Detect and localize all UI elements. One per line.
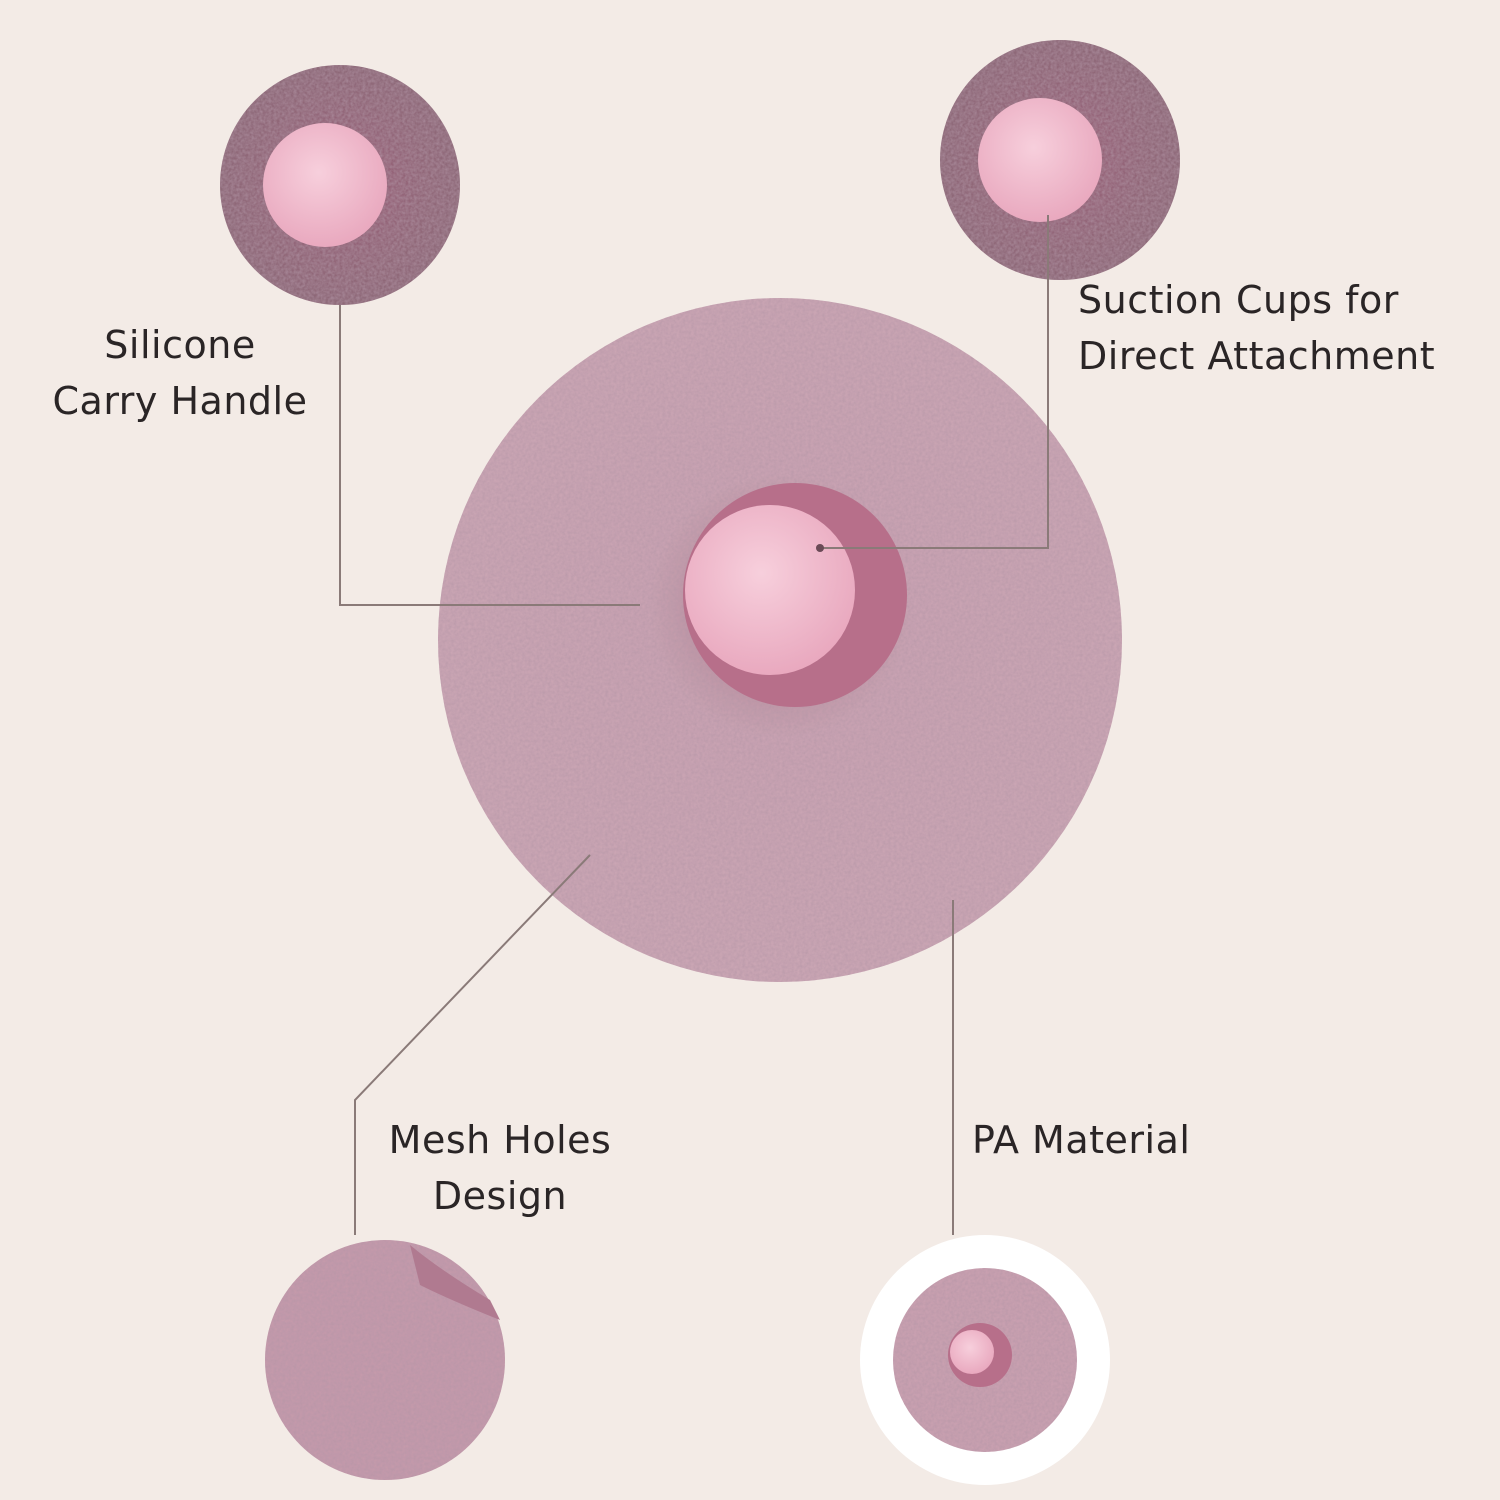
handle-label-line1: Silicone <box>104 323 256 367</box>
mesh-label-line2: Design <box>432 1174 568 1218</box>
mesh-detail-image <box>265 1240 505 1480</box>
mesh-label: Mesh Holes Design <box>350 1112 650 1224</box>
material-label-line1: PA Material <box>972 1118 1191 1162</box>
leader-lines <box>339 215 1049 1235</box>
handle-label: Silicone Carry Handle <box>20 317 340 429</box>
handle-label-line2: Carry Handle <box>52 379 308 423</box>
main-sponge <box>438 298 1122 982</box>
suction-cup <box>685 505 855 675</box>
material-detail-image <box>860 1235 1110 1485</box>
material-label: PA Material <box>972 1112 1190 1168</box>
suction-detail-image <box>940 40 1180 280</box>
suction-label-line2: Direct Attachment <box>1078 334 1436 378</box>
handle-detail-image <box>220 65 460 305</box>
suction-label: Suction Cups for Direct Attachment <box>1078 272 1435 384</box>
suction-label-line1: Suction Cups for <box>1078 278 1399 322</box>
mesh-label-line1: Mesh Holes <box>388 1118 612 1162</box>
